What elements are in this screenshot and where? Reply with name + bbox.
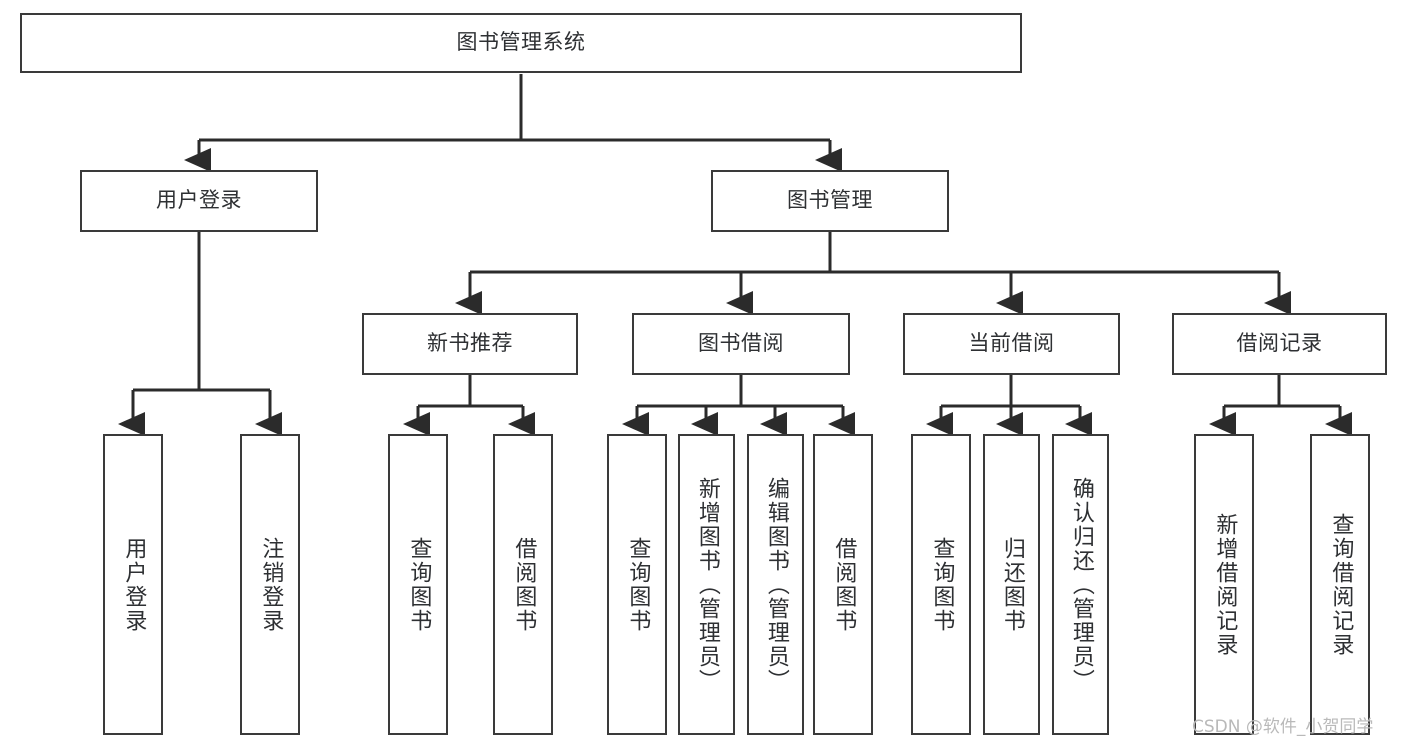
node-label: 确认归还（管理员）: [1068, 476, 1094, 693]
node-label: 编辑图书（管理员）: [763, 476, 789, 693]
node-label: 图书借阅: [698, 331, 784, 356]
leaf-query-book-borrow[interactable]: 查询图书: [607, 434, 667, 735]
leaf-logout-login[interactable]: 注销登录: [240, 434, 300, 735]
leaf-confirm-return-admin[interactable]: 确认归还（管理员）: [1052, 434, 1109, 735]
node-label: 用户登录: [121, 536, 147, 633]
node-label: 新增图书（管理员）: [694, 476, 720, 693]
node-label: 查询图书: [625, 536, 651, 633]
node-label: 新书推荐: [427, 331, 513, 356]
leaf-add-borrow-record[interactable]: 新增借阅记录: [1194, 434, 1254, 735]
leaf-user-login[interactable]: 用户登录: [103, 434, 163, 735]
csdn-watermark: CSDN @软件_小贺同学: [1192, 717, 1374, 737]
node-book-management[interactable]: 图书管理: [711, 170, 949, 232]
leaf-add-book-admin[interactable]: 新增图书（管理员）: [678, 434, 735, 735]
node-label: 图书管理系统: [456, 30, 586, 55]
node-label: 归还图书: [999, 536, 1025, 633]
node-label: 查询借阅记录: [1328, 512, 1354, 657]
node-label: 注销登录: [258, 536, 284, 633]
leaf-borrow-book-recommend[interactable]: 借阅图书: [493, 434, 553, 735]
leaf-query-book-current[interactable]: 查询图书: [911, 434, 971, 735]
node-label: 新增借阅记录: [1212, 512, 1238, 657]
node-label: 借阅图书: [511, 536, 537, 633]
leaf-query-book-recommend[interactable]: 查询图书: [388, 434, 448, 735]
leaf-query-borrow-record[interactable]: 查询借阅记录: [1310, 434, 1370, 735]
node-label: 用户登录: [156, 188, 242, 213]
node-label: 查询图书: [929, 536, 955, 633]
leaf-borrow-book[interactable]: 借阅图书: [813, 434, 873, 735]
node-label: 图书管理: [787, 188, 873, 213]
node-label: 当前借阅: [968, 331, 1055, 356]
leaf-return-book[interactable]: 归还图书: [983, 434, 1040, 735]
node-borrow-record[interactable]: 借阅记录: [1172, 313, 1387, 375]
node-book-borrow[interactable]: 图书借阅: [632, 313, 850, 375]
node-label: 借阅记录: [1236, 331, 1323, 356]
node-new-book-recommend[interactable]: 新书推荐: [362, 313, 578, 375]
leaf-edit-book-admin[interactable]: 编辑图书（管理员）: [747, 434, 804, 735]
node-label: 借阅图书: [831, 536, 857, 633]
node-root-system[interactable]: 图书管理系统: [20, 13, 1022, 73]
node-user-login[interactable]: 用户登录: [80, 170, 318, 232]
node-label: 查询图书: [406, 536, 432, 633]
node-current-borrow[interactable]: 当前借阅: [903, 313, 1120, 375]
